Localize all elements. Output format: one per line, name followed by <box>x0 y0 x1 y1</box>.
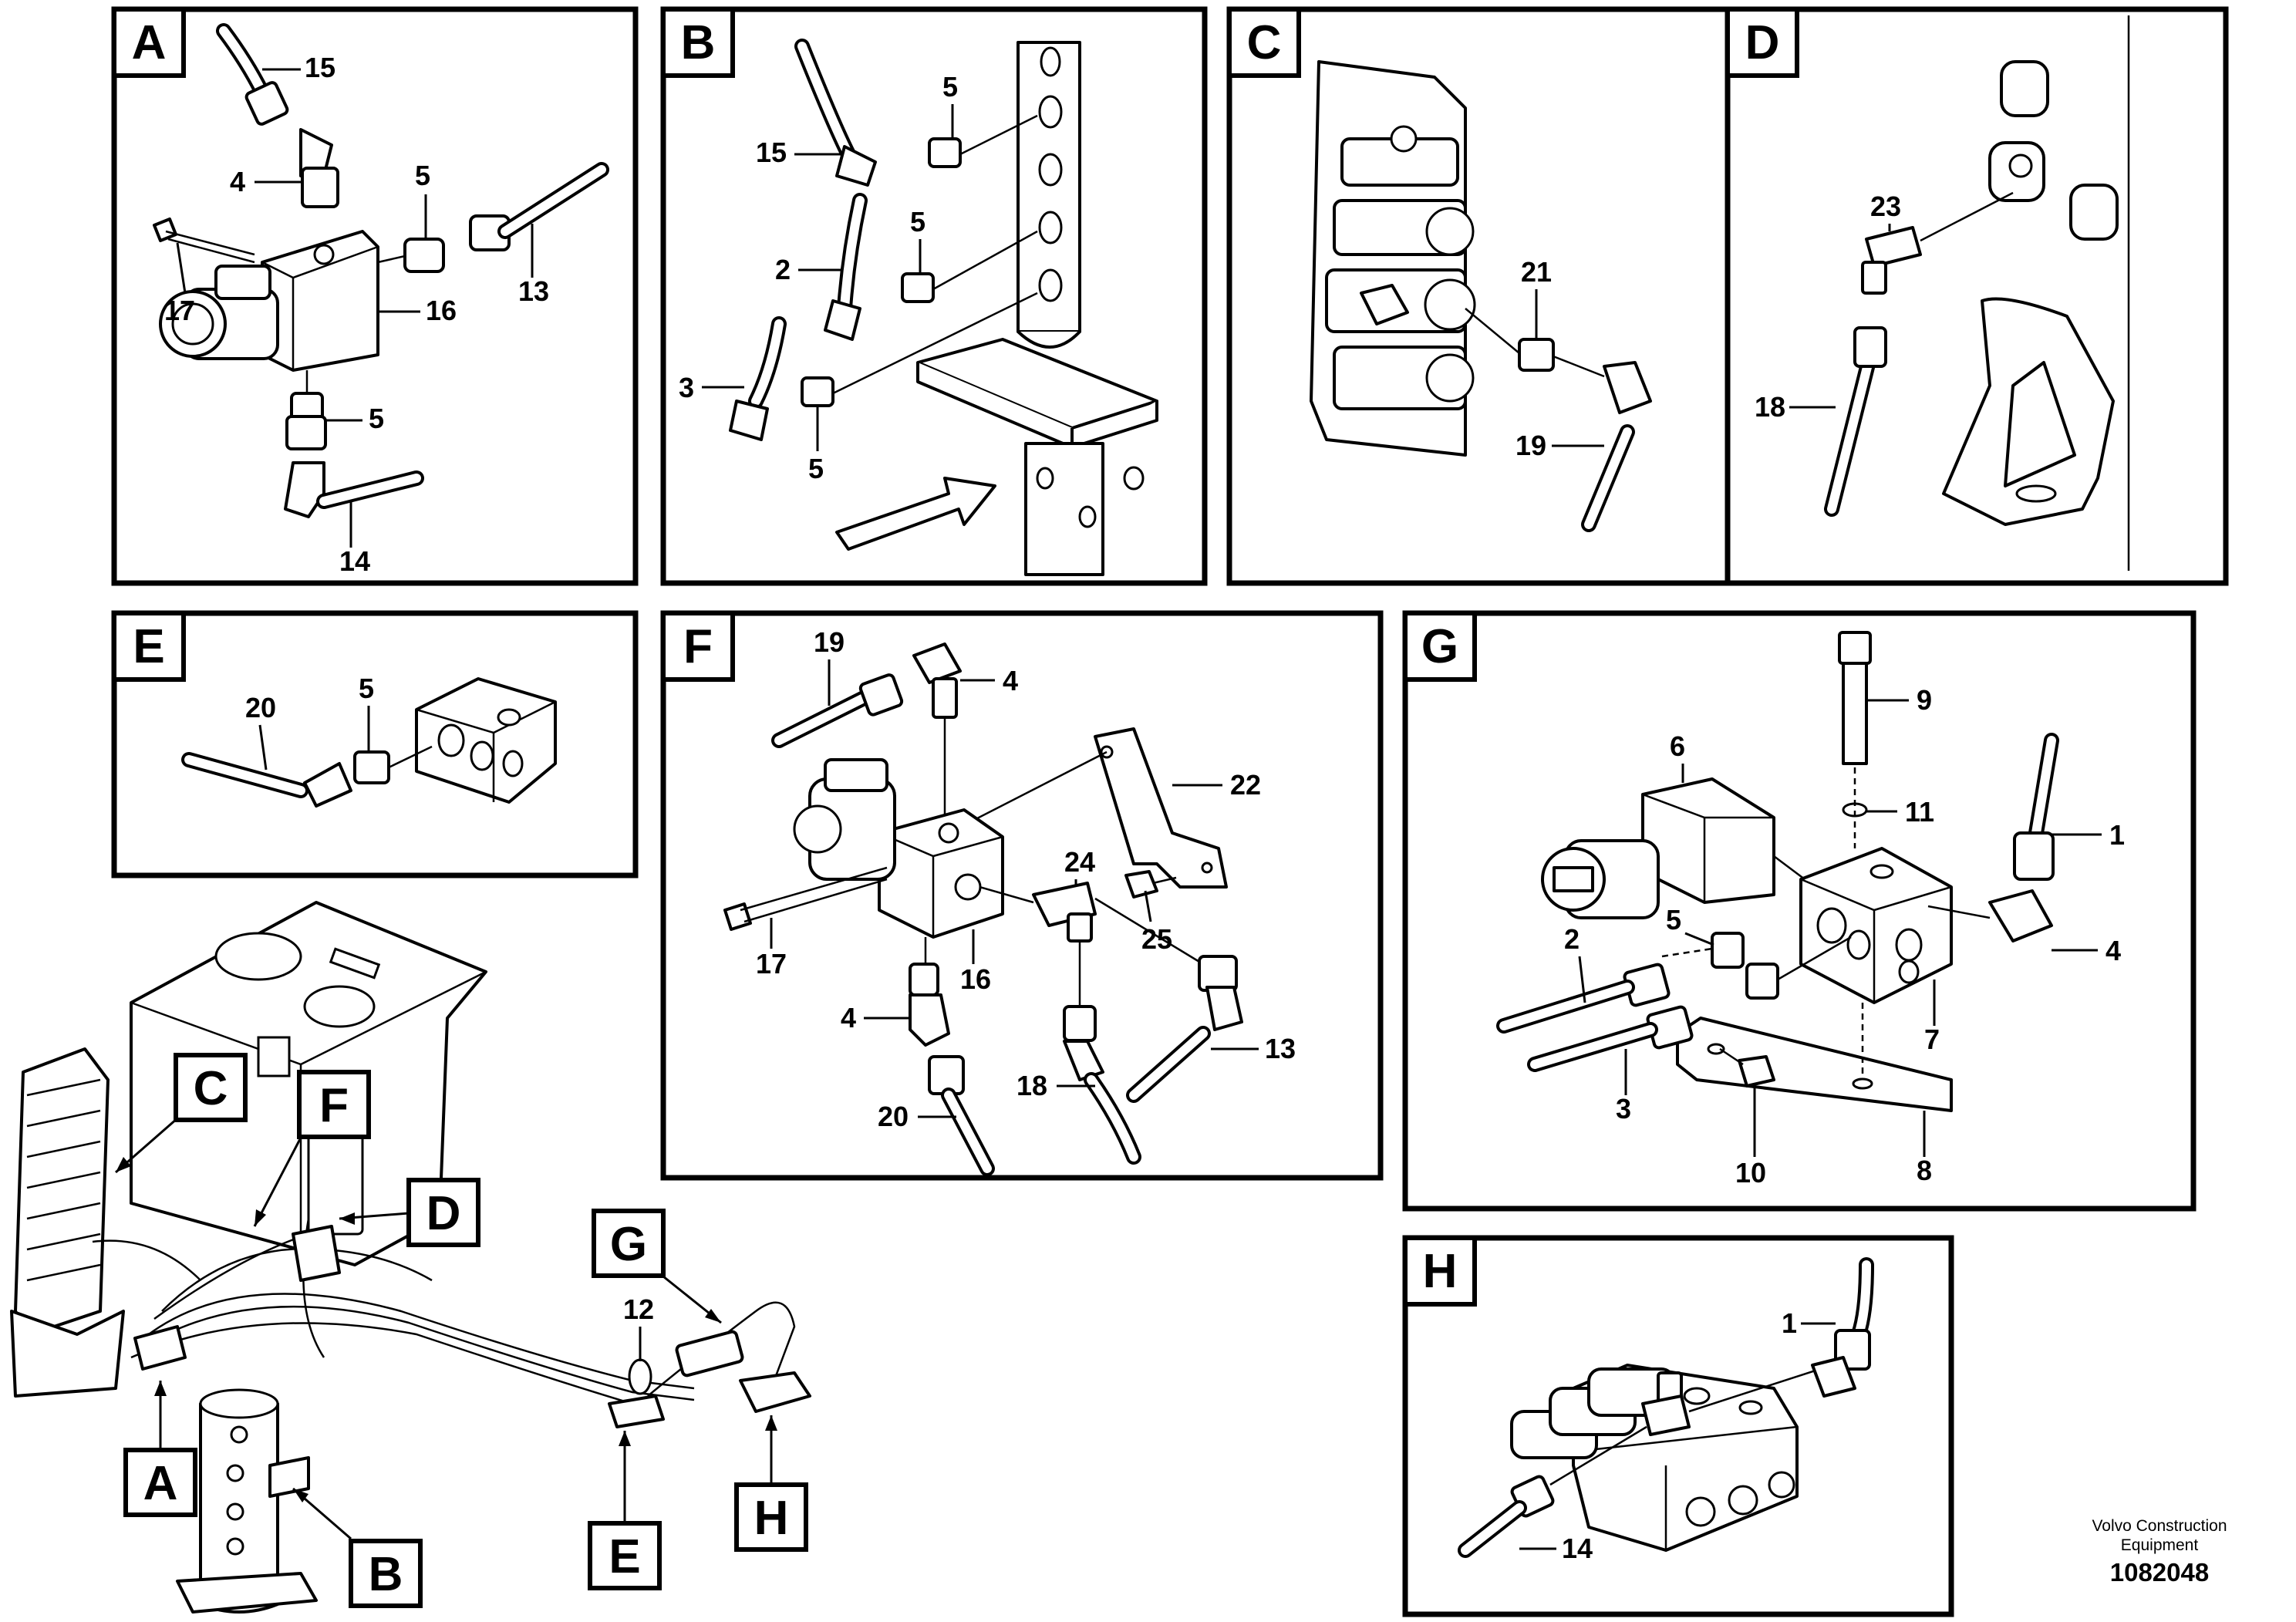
brand-line-1: Volvo Construction <box>2092 1517 2227 1535</box>
callout-d: D <box>426 1187 461 1240</box>
panel-f-label-20: 20 <box>878 1101 909 1132</box>
panel-b-label-5-top: 5 <box>942 71 958 103</box>
callout-e: E <box>609 1530 640 1583</box>
panel-a: A 15 4 5 <box>111 6 639 586</box>
panel-g-label-6: 6 <box>1670 730 1685 762</box>
panel-f-label-4-bottom: 4 <box>841 1002 856 1034</box>
panel-g-label-11: 11 <box>1905 796 1934 828</box>
panel-a-label-13: 13 <box>518 275 549 307</box>
panel-d: D 23 18 <box>1725 6 2229 586</box>
overview-callouts: C F D G A B E H 12 <box>115 1053 808 1608</box>
panel-a-label-14: 14 <box>339 545 370 577</box>
panel-d-label-18: 18 <box>1755 391 1785 423</box>
panel-b-label-5-bottom: 5 <box>808 453 824 484</box>
panel-f-label-25: 25 <box>1141 923 1172 955</box>
panel-c: C 21 19 <box>1226 6 1757 586</box>
panel-g-label-8: 8 <box>1917 1155 1932 1186</box>
panel-a-label-15: 15 <box>305 52 335 83</box>
panel-e-label-5: 5 <box>359 673 374 704</box>
panel-f-label-17: 17 <box>756 948 787 980</box>
panel-h-label-1: 1 <box>1782 1307 1797 1339</box>
panel-b-label-2: 2 <box>775 254 791 285</box>
panel-h: H 1 14 <box>1402 1235 1954 1617</box>
panel-a-label-16: 16 <box>426 295 457 326</box>
panel-b-label-5-mid: 5 <box>910 206 925 238</box>
panel-b-label-3: 3 <box>679 372 694 403</box>
panel-c-label-21: 21 <box>1521 256 1552 288</box>
panel-f-letter: F <box>683 620 713 673</box>
footer: Volvo Construction Equipment 1082048 <box>2092 1517 2227 1587</box>
panel-a-label-5-top: 5 <box>415 160 430 191</box>
panel-b: B 5 15 <box>660 6 1208 586</box>
document-number: 1082048 <box>2110 1558 2209 1587</box>
panel-e: E 20 5 <box>111 610 639 878</box>
brand-line-2: Equipment <box>2121 1536 2199 1554</box>
panel-g-label-10: 10 <box>1735 1157 1766 1189</box>
panel-a-label-4: 4 <box>230 166 245 197</box>
panel-g: G <box>1402 610 2197 1212</box>
callout-h: H <box>754 1492 789 1545</box>
panel-h-label-14: 14 <box>1562 1533 1593 1564</box>
panel-f-label-13: 13 <box>1265 1033 1296 1064</box>
panel-f-label-16: 16 <box>960 963 991 995</box>
panel-c-label-19: 19 <box>1515 430 1546 461</box>
panel-c-letter: C <box>1247 16 1282 69</box>
panel-g-label-9: 9 <box>1917 684 1932 716</box>
callout-g: G <box>610 1218 647 1271</box>
callout-f: F <box>319 1079 349 1132</box>
callout-a: A <box>143 1457 178 1510</box>
panel-e-letter: E <box>133 620 164 673</box>
panel-d-label-23: 23 <box>1870 191 1901 222</box>
panel-f-label-22: 22 <box>1230 769 1261 801</box>
panel-d-letter: D <box>1745 16 1780 69</box>
overview-label-12: 12 <box>623 1293 654 1325</box>
panel-g-label-4: 4 <box>2106 935 2121 966</box>
panel-h-letter: H <box>1423 1245 1458 1298</box>
panel-a-label-5-bottom: 5 <box>369 403 384 434</box>
panel-b-letter: B <box>681 16 716 69</box>
panel-b-label-15: 15 <box>756 137 787 168</box>
panel-e-label-20: 20 <box>245 692 276 723</box>
panel-g-letter: G <box>1421 620 1458 673</box>
panel-g-label-2: 2 <box>1564 923 1580 955</box>
panel-f-label-24: 24 <box>1064 846 1095 878</box>
panel-a-letter: A <box>132 16 167 69</box>
panel-g-label-7: 7 <box>1924 1023 1940 1055</box>
panel-g-label-1: 1 <box>2109 819 2125 851</box>
panel-g-label-5: 5 <box>1666 904 1681 936</box>
panel-a-label-17: 17 <box>164 295 195 326</box>
panel-f: F <box>660 610 1384 1181</box>
panel-g-label-3: 3 <box>1616 1093 1631 1125</box>
panel-f-label-19: 19 <box>814 626 845 658</box>
panel-f-label-4-top: 4 <box>1003 665 1018 696</box>
callout-c: C <box>194 1062 228 1115</box>
callout-b: B <box>369 1548 403 1601</box>
panel-f-label-18: 18 <box>1017 1070 1047 1101</box>
